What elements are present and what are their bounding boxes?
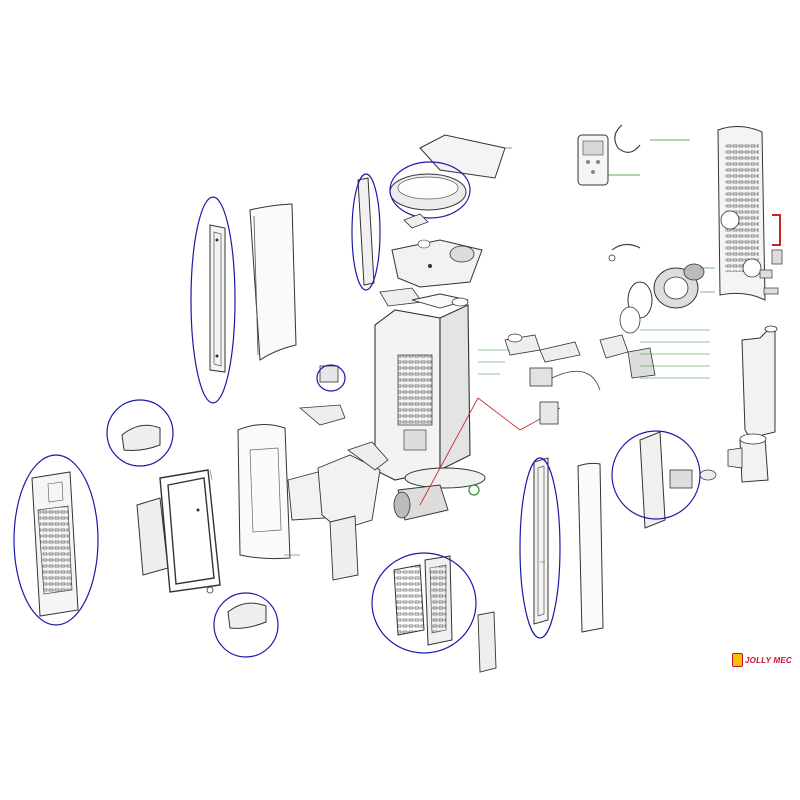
- side-trim-strip-left: [209, 224, 226, 373]
- side-panel-curved-right: [577, 462, 604, 633]
- leader-lines: [209, 267, 715, 563]
- stove-main-body: [374, 293, 486, 489]
- top-grille-plate: [389, 173, 467, 211]
- callout-ring-top-plate: [389, 161, 471, 219]
- brand-logo-icon: [732, 653, 743, 667]
- red-handle: [772, 214, 781, 246]
- callout-ring-pipe: [351, 173, 381, 291]
- callout-ring-sensor: [316, 364, 346, 392]
- top-motor-plate: [391, 239, 483, 288]
- firebox-liner-panels: [393, 555, 453, 646]
- gasket-wire: [608, 244, 641, 262]
- brand-name: JOLLY MEC: [745, 655, 792, 665]
- sensor-box: [319, 365, 339, 383]
- access-door-small: [477, 611, 497, 673]
- callout-ring-side-trim-left: [190, 196, 236, 404]
- callout-ring-outer-frame: [13, 454, 99, 626]
- fire-grate-bracket: [298, 404, 346, 426]
- door-handle-lower: [227, 602, 267, 629]
- fan-assembly: [393, 484, 449, 521]
- vertical-pipe-left: [357, 177, 375, 286]
- pressure-switch: [529, 367, 601, 391]
- outer-door-frame: [31, 471, 79, 617]
- door-handle-upper: [121, 424, 161, 451]
- top-cover-plate: [419, 134, 512, 179]
- ash-drawer: [317, 454, 381, 531]
- small-deflector: [379, 287, 423, 307]
- flue-coupler: [599, 334, 656, 379]
- chimney-pipe: [727, 325, 778, 483]
- small-fittings-right: [759, 249, 783, 295]
- callout-ring-side-trim-right: [519, 457, 561, 639]
- flange-ring: [619, 281, 653, 334]
- callout-ring-handle-lower: [213, 592, 279, 658]
- callout-ring-handle-upper: [106, 399, 174, 467]
- door-frame-gasket: [159, 469, 221, 594]
- callout-ring-corner-detail: [611, 430, 701, 520]
- rear-ventilated-panel: [717, 126, 766, 301]
- control-board-bracket: [539, 401, 559, 425]
- exhaust-pipe-bend: [504, 333, 581, 363]
- brand-logo: JOLLY MEC: [732, 652, 792, 668]
- bracket-small: [403, 213, 429, 229]
- side-panel-curved: [249, 203, 297, 361]
- callout-ring-liner: [371, 552, 477, 654]
- fan-motor-assembly: [653, 263, 705, 309]
- remote-control: [577, 134, 640, 186]
- front-curved-panel: [237, 424, 291, 560]
- baffle-bracket: [347, 441, 389, 471]
- side-trim-strip-right: [533, 457, 549, 625]
- screw-small: [468, 484, 480, 496]
- inner-door-plate: [329, 515, 359, 581]
- cable-coil: [614, 124, 690, 153]
- corner-bracket-detail: [639, 431, 717, 529]
